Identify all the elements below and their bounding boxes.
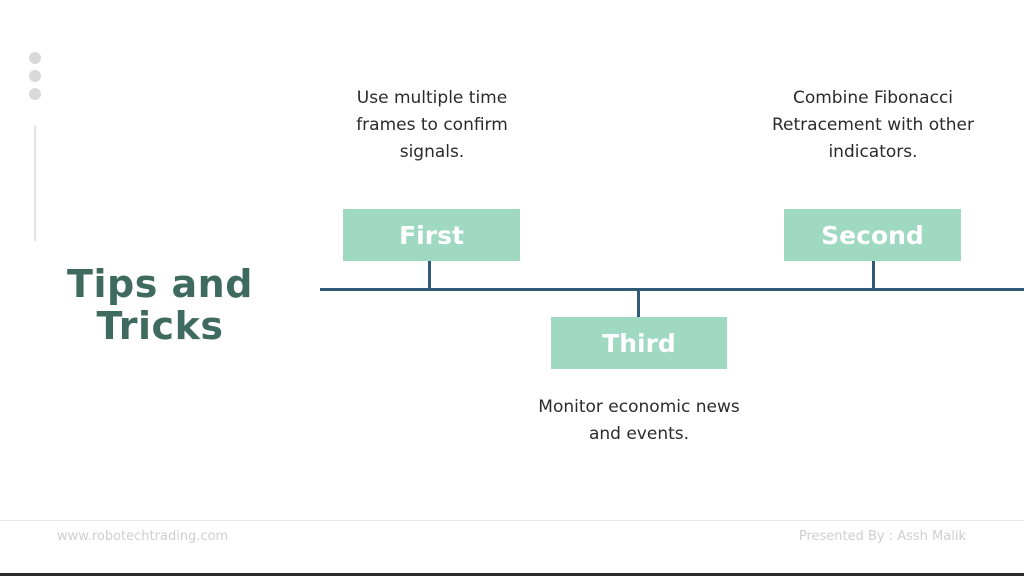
- first-connector: [428, 261, 431, 288]
- third-box: Third: [551, 317, 727, 369]
- desc-line: Combine Fibonacci: [792, 88, 954, 108]
- second-box: Second: [784, 209, 961, 261]
- second-label: Second: [821, 220, 924, 250]
- decorative-divider: [34, 125, 36, 241]
- desc-line: signals.: [399, 142, 465, 162]
- first-description: Use multiple time frames to confirm sign…: [322, 85, 542, 166]
- title-line-2: Tricks: [96, 304, 224, 348]
- footer-presenter: Presented By : Assh Malik: [798, 529, 966, 544]
- second-connector: [872, 261, 875, 288]
- bottom-bar: [0, 573, 1024, 576]
- dot-icon: [29, 52, 41, 64]
- third-description: Monitor economic news and events.: [514, 394, 764, 448]
- first-label: First: [399, 220, 464, 250]
- title-line-1: Tips and: [67, 262, 253, 306]
- slide-dots: [29, 52, 43, 102]
- second-description: Combine Fibonacci Retracement with other…: [742, 85, 1004, 166]
- slide-title: Tips and Tricks: [40, 263, 280, 347]
- footer-divider: [0, 520, 1024, 521]
- dot-icon: [29, 70, 41, 82]
- desc-line: Monitor economic news: [538, 397, 740, 417]
- timeline-line: [320, 288, 1024, 291]
- footer-website: www.robotechtrading.com: [57, 529, 229, 544]
- dot-icon: [29, 88, 41, 100]
- third-label: Third: [602, 328, 676, 358]
- desc-line: Use multiple time: [356, 88, 508, 108]
- desc-line: Retracement with other: [771, 115, 974, 135]
- first-box: First: [343, 209, 520, 261]
- desc-line: frames to confirm: [356, 115, 508, 135]
- third-connector: [637, 291, 640, 317]
- desc-line: indicators.: [828, 142, 918, 162]
- desc-line: and events.: [588, 424, 690, 444]
